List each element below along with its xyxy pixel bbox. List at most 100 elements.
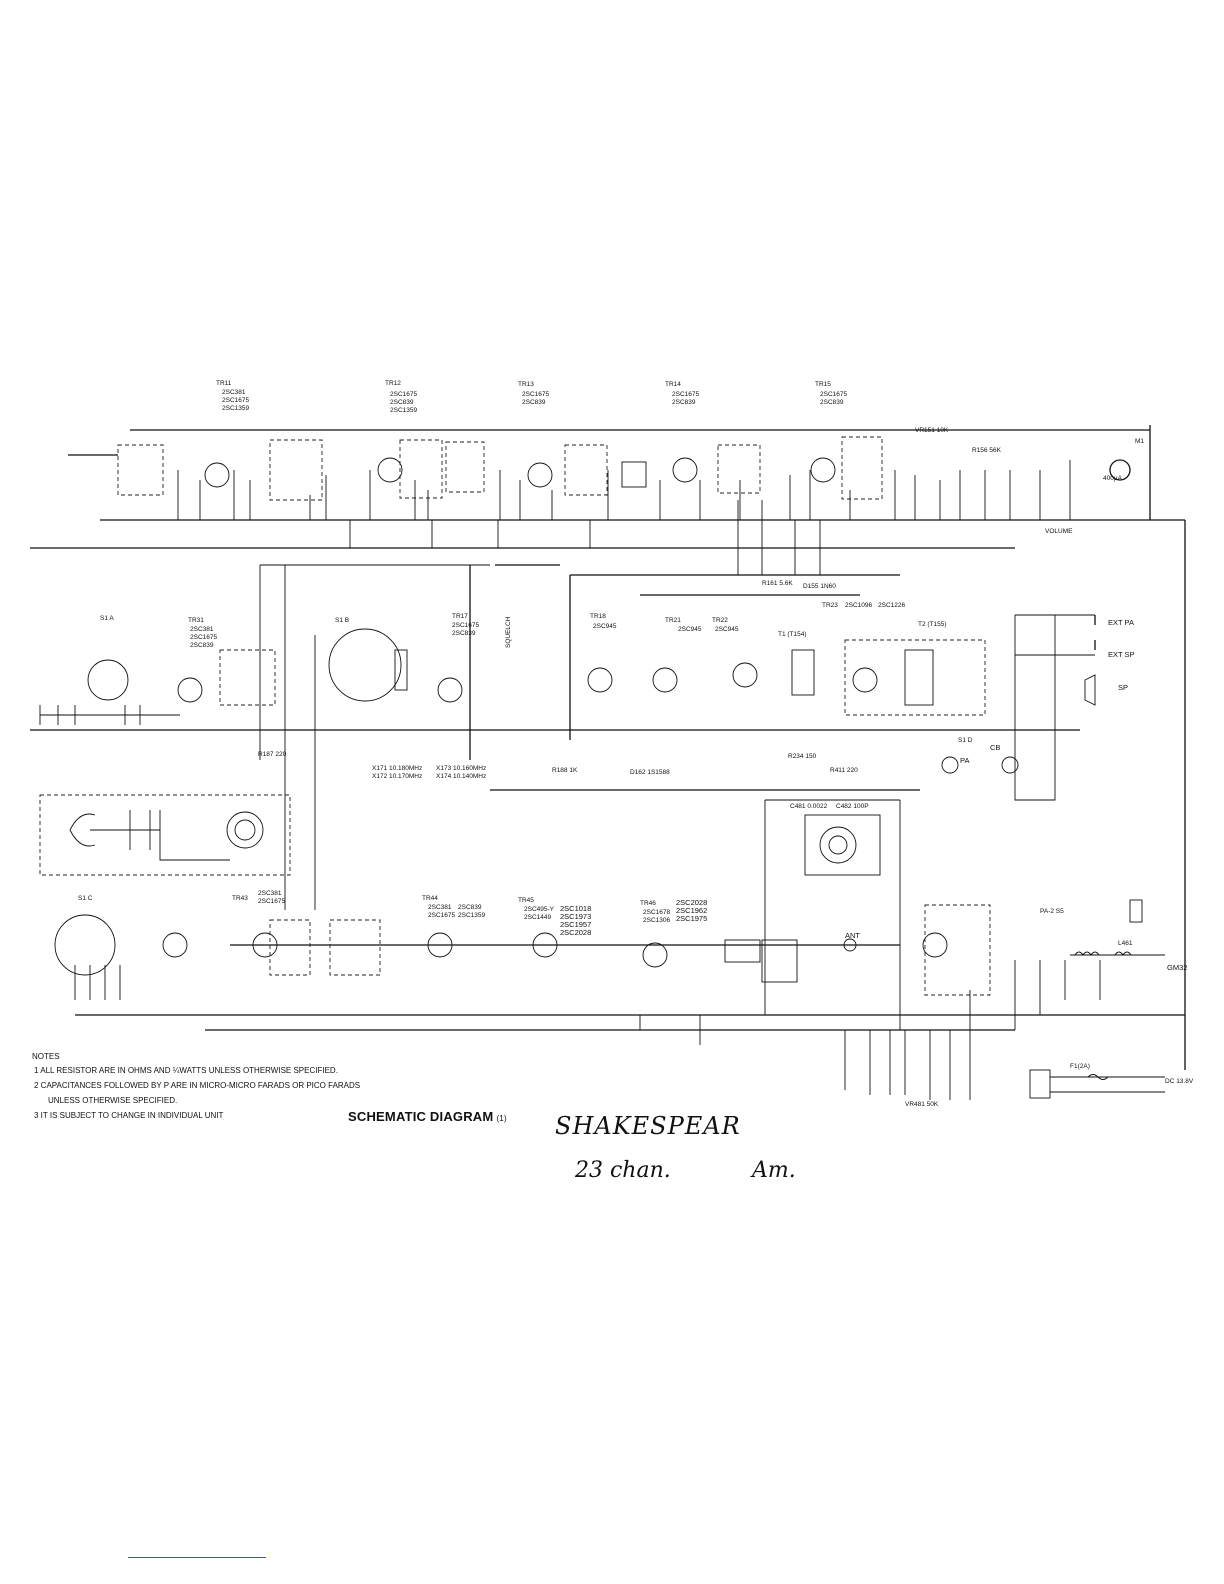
- tr46-part-4: 2SC1962: [676, 906, 707, 915]
- tr22-label: TR22: [712, 617, 728, 624]
- tr45-label: TR45: [518, 897, 534, 904]
- handwritten-brand: SHAKESPEAR: [555, 1112, 741, 1140]
- note-3: 3 IT IS SUBJECT TO CHANGE IN INDIVIDUAL …: [34, 1111, 224, 1120]
- note-2b: UNLESS OTHERWISE SPECIFIED.: [48, 1096, 178, 1105]
- tr43-part-2: 2SC1675: [258, 898, 285, 905]
- tr15-label: TR15: [815, 381, 831, 388]
- tr12-part-3: 2SC1359: [390, 407, 417, 414]
- xtal-c-label: X173 10.160MHz: [436, 765, 486, 772]
- tr31-part-3: 2SC839: [190, 642, 214, 649]
- transmitter-chain: [39, 705, 1185, 1100]
- s1c-label: S1 C: [78, 895, 93, 902]
- tr12-label: TR12: [385, 380, 401, 387]
- diagram-title-suffix: (1): [496, 1114, 507, 1123]
- d162-label: D162 1S1588: [630, 769, 670, 776]
- tr22-part-1: 2SC945: [715, 626, 739, 633]
- sp-label: SP: [1118, 683, 1128, 692]
- ext-pa-label: EXT PA: [1108, 618, 1134, 627]
- squelch-label: SQUELCH: [505, 616, 512, 648]
- tr17-label: TR17: [452, 613, 468, 620]
- tr11-label: TR11: [216, 380, 232, 387]
- tr46-part-1: 2SC1678: [643, 909, 670, 916]
- tr43-part-1: 2SC381: [258, 890, 282, 897]
- tr18-part-1: 2SC945: [593, 623, 617, 630]
- l461-label: L461: [1118, 940, 1133, 947]
- tr17-part-1: 2SC1675: [452, 622, 479, 629]
- receiver-rf-if-chain: [30, 425, 1186, 1070]
- tr31-label: TR31: [188, 617, 204, 624]
- tr14-part-2: 2SC839: [672, 399, 696, 406]
- diagram-title: SCHEMATIC DIAGRAM(1): [348, 1109, 507, 1124]
- tr11-part-2: 2SC1675: [222, 397, 249, 404]
- pa-switch-label: PA-2 S5: [1040, 908, 1064, 915]
- tr23-part-2: 2SC1226: [878, 602, 905, 609]
- tr23-label: TR23: [822, 602, 838, 609]
- tr17-part-2: 2SC839: [452, 630, 476, 637]
- component-labels: VOLUME SQUELCH EXT PA EXT SP SP PA CB AN…: [78, 427, 1194, 1108]
- tr14-part-1: 2SC1675: [672, 391, 699, 398]
- ant-label: ANT: [845, 931, 860, 940]
- tr13-label: TR13: [518, 381, 534, 388]
- tr45-part-1: 2SC495-Y: [524, 906, 555, 913]
- tr11-part-1: 2SC381: [222, 389, 246, 396]
- tr45-part-6: 2SC2028: [560, 928, 591, 937]
- footer-link-underline: [128, 1557, 266, 1558]
- tr46-part-5: 2SC1975: [676, 914, 707, 923]
- tr13-part-2: 2SC839: [522, 399, 546, 406]
- tr21-label: TR21: [665, 617, 681, 624]
- t2-label: T2 (T155): [918, 621, 947, 628]
- tr23-part-1: 2SC1096: [845, 602, 872, 609]
- volume-label: VOLUME: [1045, 528, 1073, 535]
- tr44-part-3: 2SC1675: [428, 912, 455, 919]
- tr15-part-1: 2SC1675: [820, 391, 847, 398]
- c482-label: C482 100P: [836, 803, 869, 810]
- xtal-d-label: X174 10.140MHz: [436, 773, 486, 780]
- vr151-label: VR151 10K: [915, 427, 949, 434]
- transistor-labels: TR11 2SC381 2SC1675 2SC1359 TR12 2SC1675…: [188, 380, 905, 937]
- notes-header: NOTES: [32, 1052, 60, 1061]
- note-2: 2 CAPACITANCES FOLLOWED BY P ARE IN MICR…: [34, 1081, 361, 1090]
- r411-label: R411 220: [830, 767, 858, 774]
- handwritten-mode: Am.: [752, 1158, 796, 1183]
- tr43-label: TR43: [232, 895, 248, 902]
- mic-connector: [39, 794, 291, 876]
- tr13-part-1: 2SC1675: [522, 391, 549, 398]
- tr45-part-3: 2SC1018: [560, 904, 591, 913]
- r156-label: R156 56K: [972, 447, 1002, 454]
- diagram-title-main: SCHEMATIC DIAGRAM: [348, 1109, 494, 1124]
- tr45-part-4: 2SC1973: [560, 912, 591, 921]
- tr31-part-1: 2SC381: [190, 626, 214, 633]
- r161-label: R161 5.6K: [762, 580, 793, 587]
- r188-label: R188 1K: [552, 767, 578, 774]
- power-label: DC 13.8V: [1165, 1078, 1194, 1085]
- tr46-part-2: 2SC1306: [643, 917, 670, 924]
- tr31-part-2: 2SC1675: [190, 634, 217, 641]
- xtal-a-label: X171 10.180MHz: [372, 765, 422, 772]
- tr45-part-2: 2SC1449: [524, 914, 551, 921]
- tr14-label: TR14: [665, 381, 681, 388]
- tr21-part-1: 2SC945: [678, 626, 702, 633]
- xtal-b-label: X172 10.170MHz: [372, 773, 422, 780]
- tr46-label: TR46: [640, 900, 656, 907]
- c481-label: C481 0.0022: [790, 803, 828, 810]
- handwritten-channels: 23 chan.: [575, 1158, 671, 1183]
- meter-label: 400µA: [1103, 475, 1123, 482]
- vr481-label: VR481 50K: [905, 1101, 939, 1108]
- tr44-label: TR44: [422, 895, 438, 902]
- gm32-label: GM32: [1167, 963, 1187, 972]
- r234-label: R234 150: [788, 753, 817, 760]
- tr44-part-1: 2SC381: [428, 904, 452, 911]
- note-1: 1 ALL RESISTOR ARE IN OHMS AND ¼WATTS UN…: [34, 1066, 338, 1075]
- tr45-part-5: 2SC1957: [560, 920, 591, 929]
- pa-label: PA: [960, 756, 969, 765]
- cb-label: CB: [990, 743, 1000, 752]
- s1a-label: S1 A: [100, 615, 114, 622]
- s1b-label: S1 B: [335, 617, 349, 624]
- d155-label: D155 1N60: [803, 583, 836, 590]
- tr12-part-1: 2SC1675: [390, 391, 417, 398]
- tr12-part-2: 2SC839: [390, 399, 414, 406]
- audio-section: [30, 564, 1096, 910]
- t1-label: T1 (T154): [778, 631, 807, 638]
- s1d-label: S1 D: [958, 737, 973, 744]
